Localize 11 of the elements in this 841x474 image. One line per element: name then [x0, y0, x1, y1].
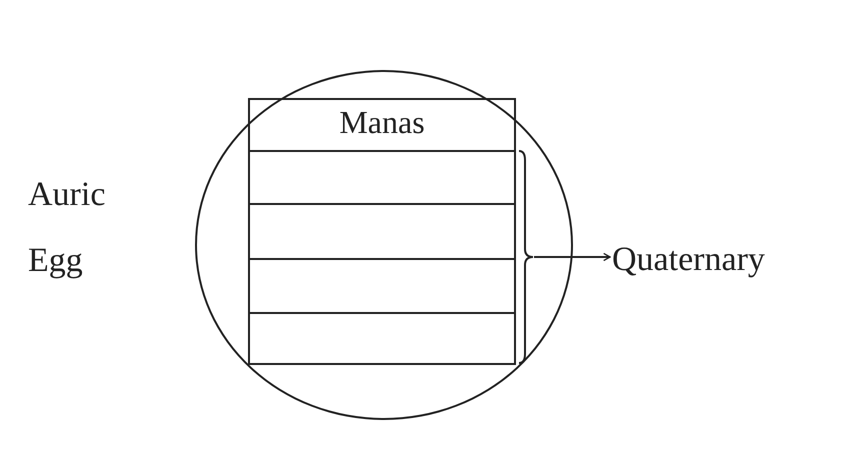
layer-row [248, 203, 516, 260]
layer-row [248, 258, 516, 314]
layer-label: Manas [339, 104, 425, 140]
term-label: Quaternary [612, 238, 765, 282]
layer-row [248, 312, 516, 365]
arrow [534, 252, 611, 262]
layer-row [248, 150, 516, 205]
auric-egg-circle [195, 70, 573, 420]
layer-row [248, 98, 516, 152]
circle-caption: Auric Egg [28, 175, 106, 281]
curly-brace [518, 150, 534, 364]
